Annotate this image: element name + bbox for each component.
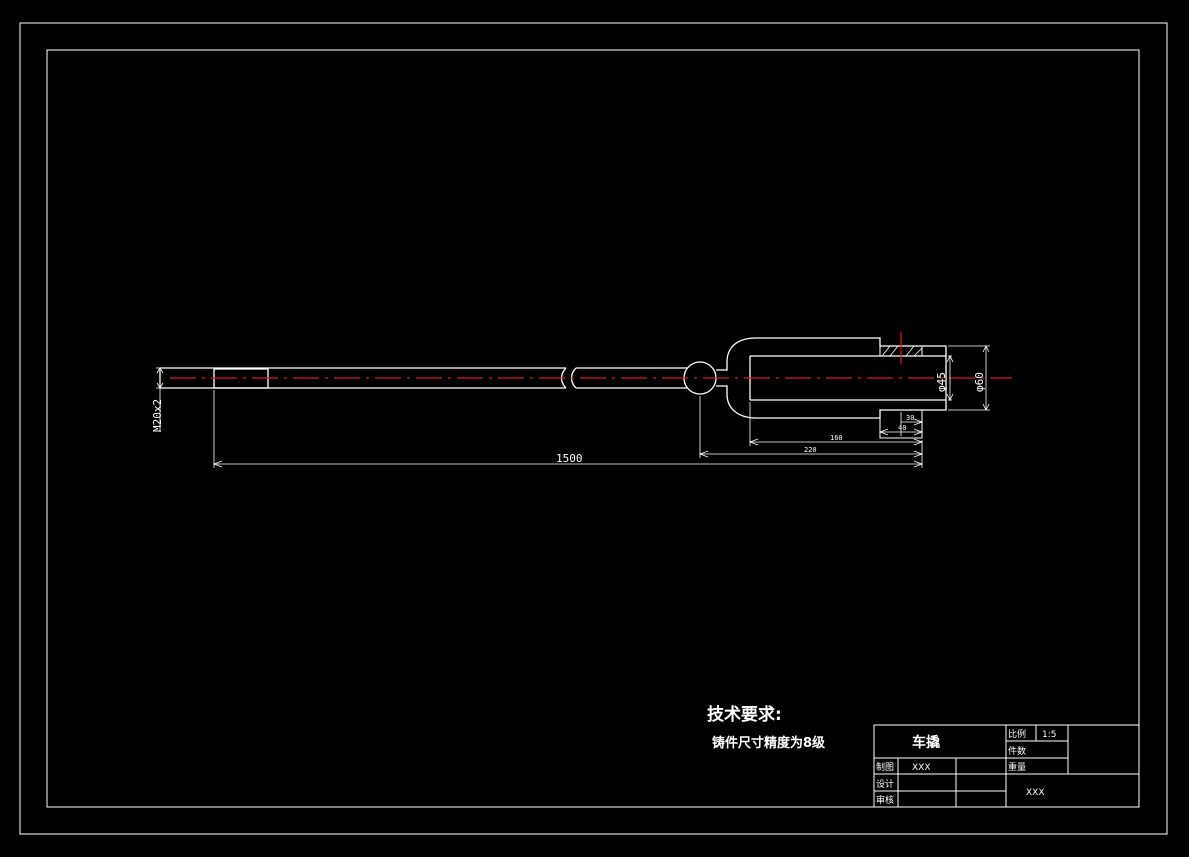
title-block-company: XXX	[1026, 788, 1045, 798]
title-block-pieces-label: 件数	[1008, 745, 1026, 757]
title-block-scale-value: 1:5	[1042, 730, 1056, 740]
title-block-scale-label: 比例	[1008, 728, 1026, 740]
title-block-weight-label: 重量	[1008, 761, 1026, 773]
notes-title: 技术要求:	[707, 704, 782, 725]
dim-thread-label: M20x2	[151, 399, 164, 432]
dim-160: 160	[830, 434, 843, 442]
dim-dia-outer: φ60	[973, 372, 986, 392]
title-block-design-label: 设计	[876, 778, 894, 790]
sheet-outer-border	[19, 22, 1168, 835]
dim-overall-length: 1500	[556, 452, 583, 465]
part-geometry	[159, 337, 947, 439]
dim-30: 30	[906, 414, 914, 422]
drawing-frame	[46, 49, 1140, 808]
notes-line-1: 铸件尺寸精度为8级	[712, 735, 826, 751]
dim-220: 220	[804, 446, 817, 454]
fork-body-outline	[716, 337, 947, 371]
dim-dia-inner: φ45	[935, 372, 948, 392]
title-block-drawn-by: XXX	[912, 763, 931, 773]
title-block-review-label: 审核	[876, 794, 894, 806]
dim-40: 40	[898, 424, 906, 432]
pin-lower	[879, 409, 923, 439]
title-block-part-name: 车撬	[912, 734, 940, 751]
title-block-drawn-label: 制图	[876, 761, 894, 773]
dimensions	[156, 345, 990, 468]
title-block	[873, 724, 1140, 808]
